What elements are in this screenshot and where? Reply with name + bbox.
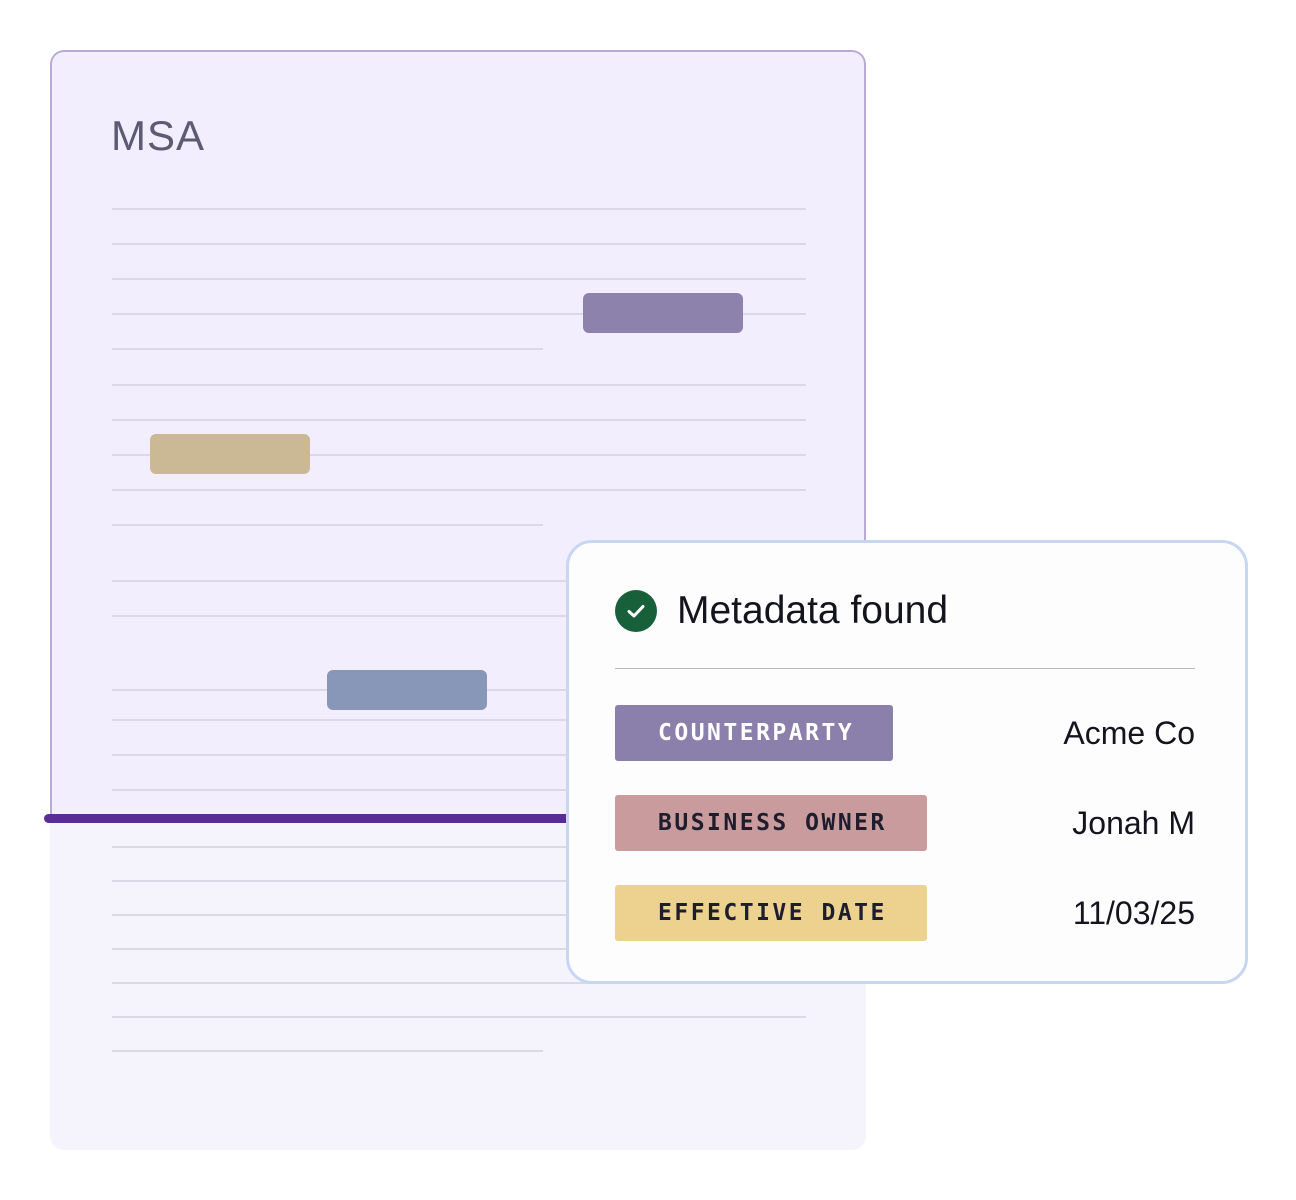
text-line bbox=[112, 615, 806, 617]
metadata-row-effective-date: EFFECTIVE DATE 11/03/25 bbox=[615, 885, 1195, 941]
text-line bbox=[112, 754, 806, 756]
effective-date-tag: EFFECTIVE DATE bbox=[615, 885, 927, 941]
highlight-counterparty bbox=[583, 293, 743, 333]
counterparty-tag: COUNTERPARTY bbox=[615, 705, 893, 761]
card-title: Metadata found bbox=[677, 589, 949, 632]
document-title: MSA bbox=[111, 112, 206, 159]
text-line bbox=[112, 243, 806, 245]
text-line bbox=[112, 1050, 543, 1052]
text-line bbox=[112, 846, 806, 848]
metadata-card: Metadata found COUNTERPARTY Acme Co BUSI… bbox=[566, 540, 1248, 984]
text-line bbox=[112, 719, 806, 721]
text-line bbox=[112, 384, 806, 386]
metadata-row-counterparty: COUNTERPARTY Acme Co bbox=[615, 705, 1195, 761]
text-line bbox=[112, 948, 806, 950]
text-line bbox=[112, 1016, 806, 1018]
divider bbox=[615, 668, 1195, 669]
text-line bbox=[112, 789, 806, 791]
check-circle-icon bbox=[615, 590, 657, 632]
text-line bbox=[112, 313, 806, 315]
text-line bbox=[112, 580, 806, 582]
effective-date-value: 11/03/25 bbox=[1072, 894, 1195, 931]
text-line bbox=[112, 278, 806, 280]
text-line bbox=[112, 914, 806, 916]
text-line bbox=[112, 419, 806, 421]
text-line bbox=[112, 348, 543, 350]
text-line bbox=[112, 982, 806, 984]
text-line bbox=[112, 208, 806, 210]
metadata-row-business-owner: BUSINESS OWNER Jonah M bbox=[615, 795, 1195, 851]
business-owner-tag: BUSINESS OWNER bbox=[615, 795, 927, 851]
text-line bbox=[112, 524, 543, 526]
card-header: Metadata found bbox=[615, 589, 948, 633]
text-line bbox=[112, 489, 806, 491]
highlight-business-owner bbox=[327, 670, 487, 710]
business-owner-value: Jonah M bbox=[1072, 804, 1195, 841]
scan-line bbox=[44, 814, 604, 823]
highlight-effective-date bbox=[150, 434, 310, 474]
text-line bbox=[112, 454, 806, 456]
text-line bbox=[112, 880, 806, 882]
counterparty-value: Acme Co bbox=[1063, 714, 1195, 751]
